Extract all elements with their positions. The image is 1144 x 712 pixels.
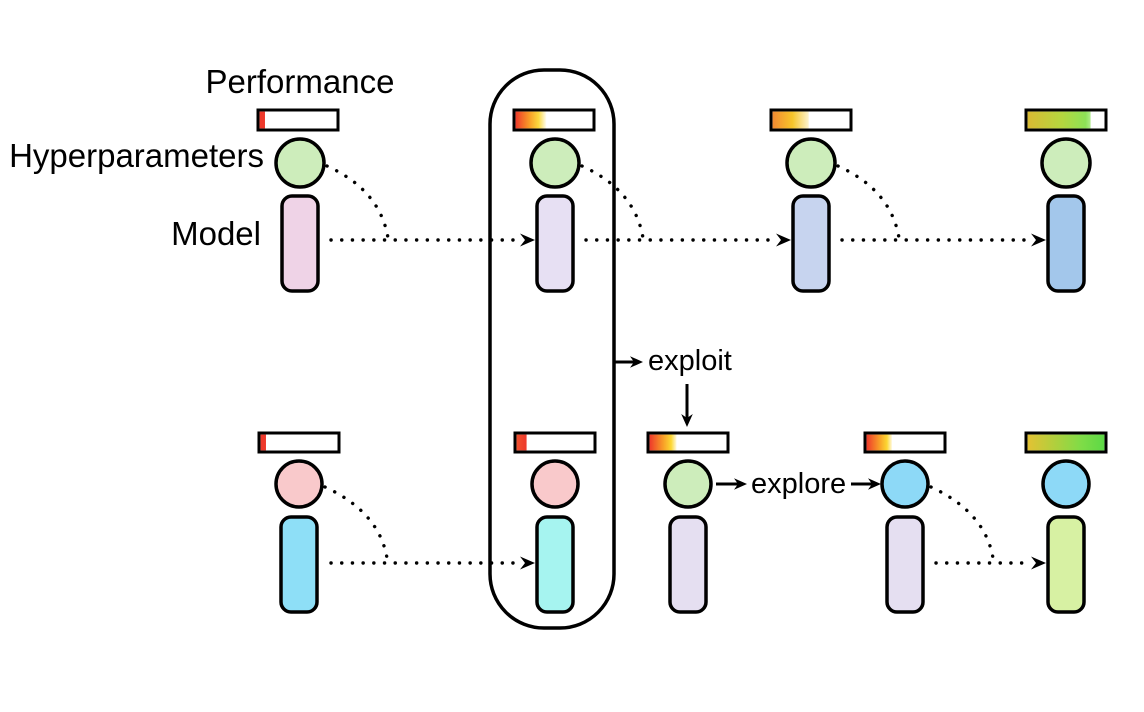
agent-top-4 (1024, 108, 1108, 293)
agent-top-1-performance-bar (256, 108, 340, 132)
agent-bottom-2-performance-bar-fill (516, 434, 527, 451)
agent-top-2 (512, 108, 596, 293)
exploit-label: exploit (648, 345, 732, 377)
hyperparam-influence-top-2-dotted-curve (580, 164, 645, 240)
agent-bottom-3 (646, 431, 730, 614)
agent-top-3-hyperparameters-circle (785, 137, 837, 189)
hyperparam-influence-bottom-1-dotted-curve (323, 485, 389, 560)
hyperparameters-label: Hyperparameters (9, 137, 264, 174)
explore-arrow-left-arrowhead-icon (734, 478, 747, 490)
agent-bottom-1 (257, 431, 341, 614)
hyperparam-influence-top-1-dotted-curve (325, 164, 390, 240)
agent-top-3-model-rect (791, 194, 831, 293)
model-transfer-top-3-4-arrowhead-icon (1031, 233, 1046, 247)
agent-top-3-performance-bar-fill (772, 111, 809, 129)
agent-bottom-2 (513, 431, 597, 614)
agent-bottom-5-model-rect (1046, 515, 1086, 614)
agent-top-4-performance-bar-fill (1027, 111, 1091, 129)
performance-label: Performance (206, 63, 395, 100)
explore-label: explore (751, 468, 846, 500)
agent-top-1-performance-bar-fill (259, 111, 265, 129)
agent-bottom-1-performance-bar-fill (260, 434, 266, 451)
population-highlight-outline (488, 68, 616, 630)
agent-top-2-performance-bar-fill (515, 111, 547, 129)
agent-bottom-2-hyperparameters-circle (530, 459, 580, 509)
agent-top-1 (256, 108, 340, 293)
agent-bottom-3-performance-bar-fill (649, 434, 677, 451)
agent-bottom-4-model-rect (885, 515, 925, 614)
model-transfer-bottom-4-5-arrowhead-icon (1031, 556, 1046, 570)
model-transfer-top-1-2-arrowhead-icon (520, 233, 535, 247)
model-transfer-bottom-1-2-arrowhead-icon (520, 556, 535, 570)
model-transfer-top-2-3-arrowhead-icon (776, 233, 791, 247)
exploit-arrow-right-arrowhead-icon (630, 356, 643, 368)
hyperparam-influence-top-3-dotted-curve (836, 164, 901, 240)
explore-arrow-right-arrowhead-icon (868, 478, 881, 490)
agent-bottom-1-model-rect (279, 515, 319, 614)
agent-top-1-hyperparameters-circle (274, 137, 326, 189)
agent-bottom-1-hyperparameters-circle (274, 459, 324, 509)
agent-bottom-2-performance-bar (513, 431, 597, 454)
agent-bottom-5-performance-bar-fill (1027, 434, 1105, 451)
agent-bottom-3-hyperparameters-circle (663, 459, 713, 509)
agent-top-1-model-rect (280, 194, 320, 293)
agent-bottom-4-performance-bar-fill (866, 434, 892, 451)
exploit-arrow-down-arrowhead-icon (681, 414, 693, 427)
agent-bottom-1-performance-bar (257, 431, 341, 454)
agent-top-3 (769, 108, 853, 293)
hyperparam-influence-bottom-4-dotted-curve (929, 485, 995, 560)
agent-bottom-5-hyperparameters-circle (1041, 459, 1091, 509)
agent-bottom-4-hyperparameters-circle (880, 459, 930, 509)
agent-top-2-model-rect (535, 194, 575, 293)
agent-bottom-3-model-rect (668, 515, 708, 614)
agent-top-2-hyperparameters-circle (529, 137, 581, 189)
agent-bottom-2-model-rect (535, 515, 575, 614)
model-label: Model (171, 215, 261, 252)
agent-bottom-5 (1024, 431, 1108, 614)
agent-top-4-model-rect (1046, 194, 1086, 293)
agent-bottom-4 (863, 431, 947, 614)
agent-top-4-hyperparameters-circle (1040, 137, 1092, 189)
